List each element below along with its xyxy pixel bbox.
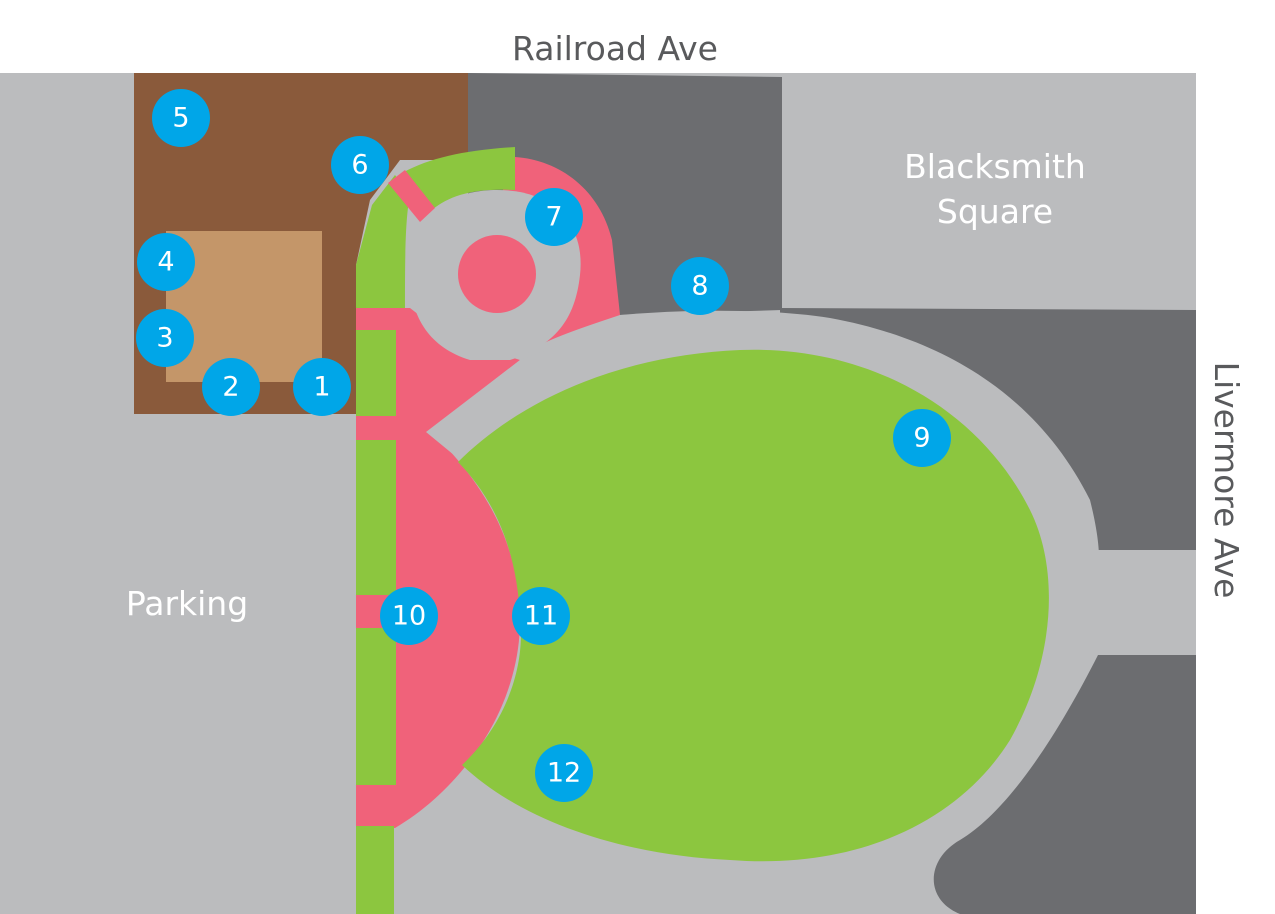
marker-number: 7	[545, 202, 562, 233]
map-marker-9[interactable]: 9	[893, 409, 951, 467]
area-label-blacksmith: Blacksmith	[904, 147, 1086, 186]
marker-number: 2	[222, 372, 239, 403]
street-label-railroad: Railroad Ave	[512, 29, 718, 68]
map-marker-12[interactable]: 12	[535, 744, 593, 802]
dark-lot-east-upper	[780, 308, 1196, 550]
map-marker-8[interactable]: 8	[671, 257, 729, 315]
marker-number: 5	[172, 103, 189, 134]
blacksmith-square-block	[782, 75, 1196, 308]
map-marker-10[interactable]: 10	[380, 587, 438, 645]
marker-number: 6	[351, 150, 368, 181]
marker-number: 4	[157, 247, 174, 278]
map-marker-11[interactable]: 11	[512, 587, 570, 645]
marker-number: 3	[156, 323, 173, 354]
main-lawn	[458, 349, 1049, 862]
lawn-arc-north	[404, 147, 515, 210]
map-marker-4[interactable]: 4	[137, 233, 195, 291]
map-marker-6[interactable]: 6	[331, 136, 389, 194]
area-label-square: Square	[937, 192, 1053, 231]
lawn-strip-4	[356, 826, 394, 914]
marker-number: 8	[691, 271, 708, 302]
map-marker-5[interactable]: 5	[152, 89, 210, 147]
marker-number: 1	[313, 372, 330, 403]
map-marker-3[interactable]: 3	[136, 309, 194, 367]
lawn-strip-1	[356, 330, 396, 416]
lawn-strip-2	[356, 440, 396, 595]
area-label-parking: Parking	[126, 584, 248, 623]
marker-number: 12	[547, 758, 581, 789]
pink-plaza-west	[356, 308, 520, 828]
lawn-strip-north	[356, 175, 410, 308]
marker-number: 9	[913, 423, 930, 454]
marker-number: 11	[524, 601, 558, 632]
marker-number: 10	[392, 601, 426, 632]
map-marker-2[interactable]: 2	[202, 358, 260, 416]
pink-link-north	[388, 170, 435, 222]
map-marker-1[interactable]: 1	[293, 358, 351, 416]
roundabout-center	[458, 235, 536, 313]
map-marker-7[interactable]: 7	[525, 188, 583, 246]
dark-lot-east-lower	[933, 655, 1196, 914]
lawn-strip-3	[356, 628, 396, 785]
street-label-livermore: Livermore Ave	[1207, 362, 1246, 599]
